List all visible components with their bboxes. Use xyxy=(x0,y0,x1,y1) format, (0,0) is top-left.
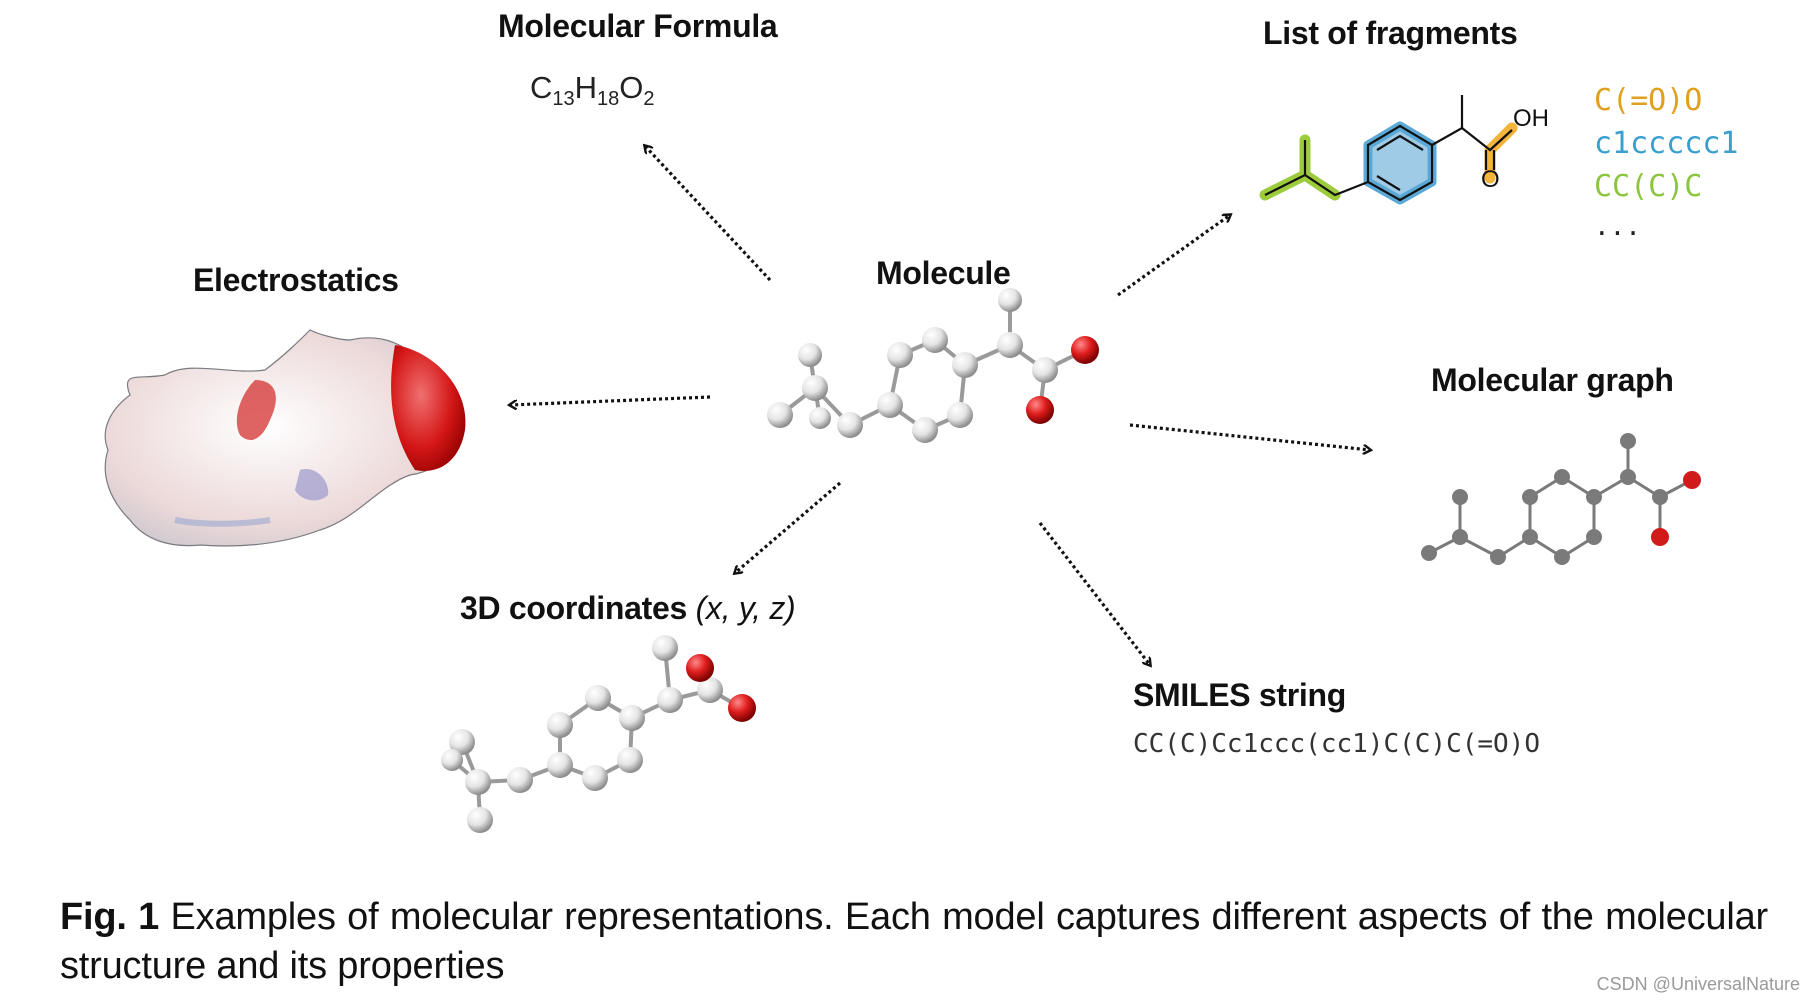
graph-node xyxy=(1554,469,1570,485)
graph-node xyxy=(1652,489,1668,505)
atom xyxy=(547,752,573,778)
smiles-title: SMILES string xyxy=(1133,677,1347,713)
atom xyxy=(767,402,793,428)
arrow-to-smiles xyxy=(1038,522,1150,665)
oxygen-atom xyxy=(1071,336,1099,364)
graph-node xyxy=(1522,489,1538,505)
fragments-structure xyxy=(1259,95,1518,205)
watermark: CSDN @UniversalNature xyxy=(1596,974,1800,994)
figure-caption: Fig. 1 Examples of molecular representat… xyxy=(60,893,1768,991)
coordinates-3d-label: 3D coordinates xyxy=(460,590,687,626)
fragment-item: C(=O)O xyxy=(1594,83,1703,118)
atom xyxy=(441,749,463,771)
fragment-item: c1ccccc1 xyxy=(1594,126,1739,161)
atom xyxy=(585,685,611,711)
arrow-to-3d xyxy=(735,481,842,573)
formula-h-count: 18 xyxy=(597,88,620,111)
atom xyxy=(798,343,822,367)
molecular-formula: C13H18O2 xyxy=(530,70,655,111)
electrostatics-surface xyxy=(104,329,466,547)
atom xyxy=(465,769,491,795)
atom xyxy=(652,635,678,661)
molecule-3d-center-atoms xyxy=(767,288,1099,443)
formula-o: O xyxy=(619,70,644,105)
atom xyxy=(887,342,913,368)
graph-node xyxy=(1554,549,1570,565)
graph-node xyxy=(1586,529,1602,545)
fragment-item: ... xyxy=(1594,212,1641,242)
atom xyxy=(697,677,723,703)
molecular-formula-title: Molecular Formula xyxy=(498,8,778,44)
arrow-to-graph xyxy=(1129,423,1370,450)
atom xyxy=(877,392,903,418)
fragment-item: CC(C)C xyxy=(1594,169,1703,204)
oxygen-atom xyxy=(1026,396,1054,424)
arrow-to-fragments xyxy=(1117,215,1230,297)
smiles-string: CC(C)Cc1ccc(cc1)C(C)C(=O)O xyxy=(1133,729,1540,759)
fragment-oh-label: OH xyxy=(1513,105,1549,132)
atom xyxy=(1032,357,1058,383)
molecule-title: Molecule xyxy=(876,255,1011,291)
graph-node xyxy=(1620,469,1636,485)
oxygen-atom xyxy=(728,694,756,722)
formula-c: C xyxy=(530,70,553,105)
oxygen-atom xyxy=(686,654,714,682)
atom xyxy=(582,765,608,791)
atom xyxy=(952,352,978,378)
caption-label: Fig. 1 xyxy=(60,896,160,938)
atom xyxy=(998,288,1022,312)
electrostatics-title: Electrostatics xyxy=(193,262,399,298)
atom xyxy=(809,407,831,429)
graph-node xyxy=(1586,489,1602,505)
formula-o-count: 2 xyxy=(643,88,655,111)
arrow-to-formula xyxy=(645,146,772,282)
atom xyxy=(619,705,645,731)
molecular-graph-nodes xyxy=(1421,433,1701,565)
graph-node xyxy=(1620,433,1636,449)
graph-node-oxygen xyxy=(1651,528,1669,546)
coordinates-3d-vars: (x, y, z) xyxy=(695,590,796,626)
isobutyl-highlight xyxy=(1259,134,1311,201)
atom xyxy=(802,375,828,401)
fragment-o-label: O xyxy=(1481,166,1500,193)
atom xyxy=(947,402,973,428)
formula-c-count: 13 xyxy=(552,88,575,111)
atom xyxy=(837,412,863,438)
atom xyxy=(997,332,1023,358)
atom xyxy=(467,807,493,833)
arrows xyxy=(510,146,1370,665)
graph-node xyxy=(1490,549,1506,565)
atom xyxy=(449,729,475,755)
atom xyxy=(547,712,573,738)
graph-node xyxy=(1522,529,1538,545)
atom xyxy=(922,327,948,353)
list-of-fragments-title: List of fragments xyxy=(1263,15,1518,51)
atom xyxy=(507,767,533,793)
formula-h: H xyxy=(574,70,598,105)
atom xyxy=(657,687,683,713)
atom xyxy=(617,747,643,773)
caption-text: Examples of molecular representations. E… xyxy=(60,896,1769,987)
atom xyxy=(912,417,938,443)
molecular-graph-title: Molecular graph xyxy=(1431,362,1674,398)
molecule-3d-coordinates-atoms xyxy=(441,635,756,833)
graph-node xyxy=(1452,489,1468,505)
graph-node xyxy=(1452,529,1468,545)
arrow-to-electrostatics xyxy=(510,395,711,405)
graph-node xyxy=(1421,545,1437,561)
coordinates-3d-title: 3D coordinates (x, y, z) xyxy=(460,590,796,627)
graph-node-oxygen xyxy=(1683,471,1701,489)
